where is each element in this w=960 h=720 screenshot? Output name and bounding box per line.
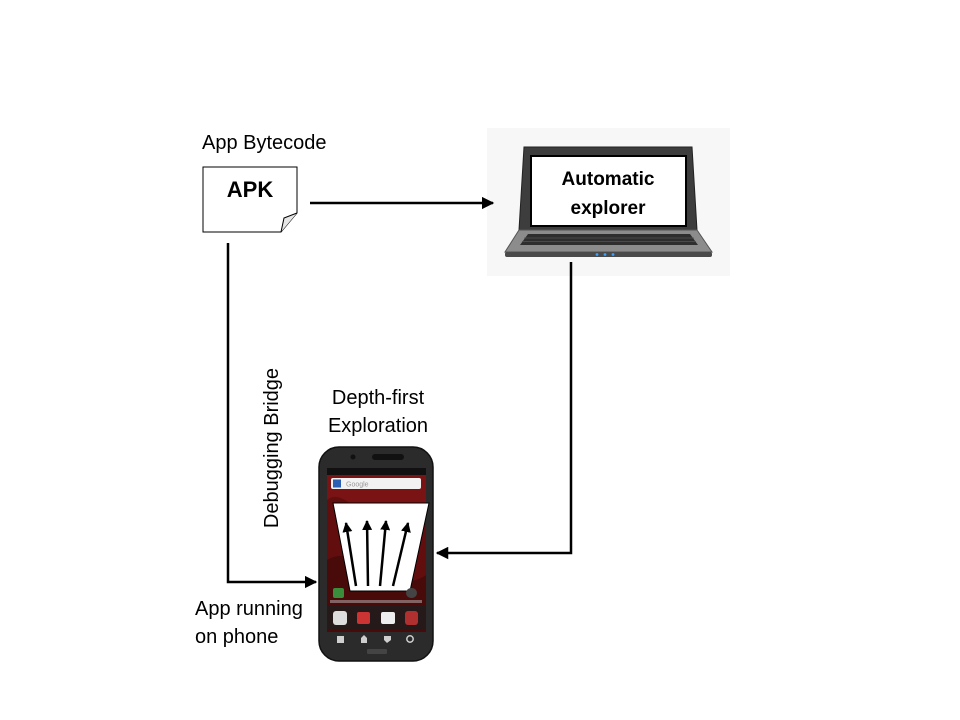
back-icon [384,636,391,643]
apk-caption: App Bytecode [202,132,327,154]
exploration-arrow [378,520,391,587]
app-icon [333,588,344,598]
app-icon [406,588,417,598]
phone-search-placeholder: Google [346,482,369,489]
phone-search-bar [331,478,421,489]
laptop-line2: explorer [571,198,647,219]
app-icon [405,611,418,625]
phone-title-line1: Depth-first [331,387,425,409]
debugging-bridge-arrow [226,243,318,589]
search-icon [333,479,341,488]
phone-title-line2: Exploration [327,415,429,437]
search-icon [406,635,414,643]
explorer-to-phone-arrow [435,262,573,560]
contacts-icon [333,611,347,625]
brand-logo [367,649,387,654]
exploration-arrow [342,522,358,587]
messages-icon [381,612,395,624]
phone-caption-line1: App running [195,598,303,620]
menu-icon [337,636,344,643]
camera-icon [357,612,370,624]
apk-document: APK [202,166,298,233]
laptop-line1: Automatic [562,169,655,190]
apk-label: APK [227,177,274,202]
phone-caption-line2: on phone [195,626,279,648]
laptop-icon: Automatic explorer [487,128,730,276]
home-icon [361,635,367,643]
exploration-arrow [362,520,373,587]
phone-icon: Google [318,446,434,662]
exploration-arrow [391,522,411,587]
